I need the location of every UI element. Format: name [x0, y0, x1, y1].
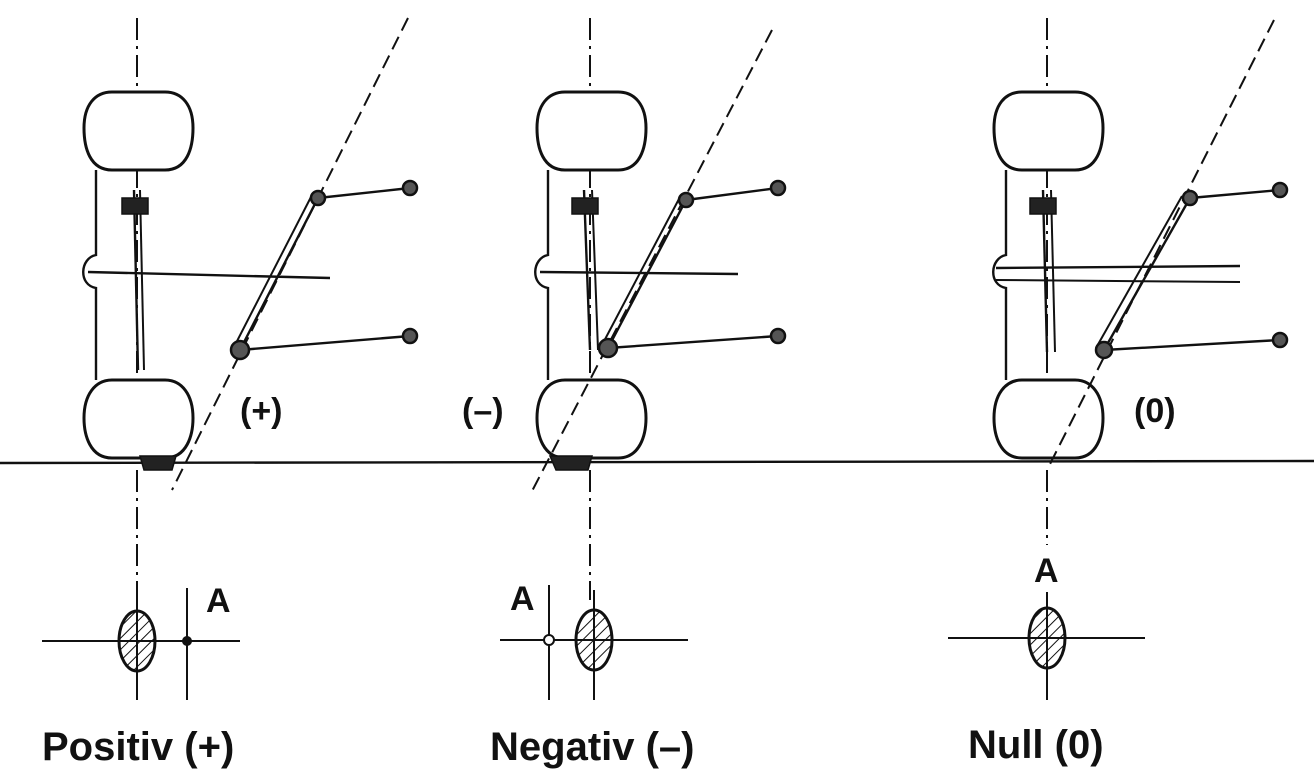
positive-marker: (+): [240, 392, 283, 430]
tire-footprint: [574, 608, 614, 672]
hub-bolt: [571, 197, 599, 215]
spindle: [995, 264, 1241, 270]
lower-control-arm: [239, 334, 411, 352]
wheel-upper-tire: [82, 90, 195, 172]
lower-mount: [401, 327, 419, 345]
kingpin-bar-edge: [139, 189, 145, 371]
upper-joint: [309, 189, 327, 207]
contact-patch: [139, 455, 177, 471]
negative-caption: Negativ (–): [490, 725, 695, 769]
zero-offset-figure: (0) A Null (0): [948, 18, 1289, 767]
lower-mount: [1271, 331, 1289, 349]
lower-joint: [1094, 340, 1114, 360]
tire-footprint: [117, 609, 157, 673]
ground-line: [0, 459, 1314, 465]
contact-patch: [548, 455, 593, 471]
positive-footprint-detail: A: [42, 582, 240, 700]
zero-footprint-detail: A: [948, 552, 1145, 700]
kingpin-bar: [1041, 189, 1049, 353]
upper-joint: [1181, 189, 1199, 207]
kingpin-bar: [582, 189, 592, 351]
positive-caption: Positiv (+): [42, 725, 234, 769]
spindle-lower: [995, 279, 1241, 283]
hub-bolt: [121, 197, 149, 215]
strut-body: [1102, 197, 1192, 351]
strut-body: [606, 199, 688, 349]
wheel-lower-tire: [992, 378, 1105, 460]
wheel-upper-tire: [535, 90, 648, 172]
point-a-label: A: [206, 582, 231, 620]
lower-joint: [597, 337, 619, 359]
point-a-label: A: [1034, 552, 1059, 590]
lower-mount: [769, 327, 787, 345]
upper-mount: [1271, 181, 1289, 199]
wheel-lower-tire: [535, 378, 648, 460]
zero-marker: (0): [1134, 392, 1176, 430]
zero-caption: Null (0): [968, 723, 1104, 767]
lower-control-arm: [1103, 338, 1281, 352]
tire-footprint: [1027, 606, 1067, 670]
upper-mount: [401, 179, 419, 197]
wheel-lower-tire: [82, 378, 195, 460]
lower-control-arm: [607, 334, 779, 350]
upper-control-arm: [317, 186, 411, 200]
wheel-rim-outline: [534, 170, 550, 380]
strut-axis: [529, 29, 773, 496]
kingpin-bar-edge: [1050, 189, 1056, 353]
wheel-upper-tire: [992, 90, 1105, 172]
strut-body-edge: [1095, 195, 1183, 349]
point-a-marker: [182, 636, 192, 646]
spindle: [87, 270, 331, 280]
hub-bolt: [1029, 197, 1057, 215]
upper-control-arm: [1189, 188, 1281, 200]
strut-body-edge: [601, 196, 681, 346]
wheel-rim-outline: [992, 170, 1008, 380]
negative-marker: (–): [462, 392, 504, 430]
negative-offset-figure: (–) A Negativ (–): [462, 18, 787, 769]
lower-joint: [229, 339, 251, 361]
positive-offset-figure: (+) A Positiv (+): [42, 17, 419, 769]
point-a-label: A: [510, 580, 535, 618]
kingpin-bar-edge: [591, 189, 599, 351]
upper-control-arm: [685, 186, 779, 202]
kingpin-bar: [132, 189, 140, 371]
negative-footprint-detail: A: [500, 580, 688, 700]
upper-joint: [677, 191, 695, 209]
upper-mount: [769, 179, 787, 197]
point-a-marker: [543, 634, 555, 646]
strut-axis: [1046, 19, 1275, 471]
strut-body-edge: [233, 194, 313, 348]
strut-body: [238, 197, 320, 351]
wheel-rim-outline: [82, 170, 98, 380]
